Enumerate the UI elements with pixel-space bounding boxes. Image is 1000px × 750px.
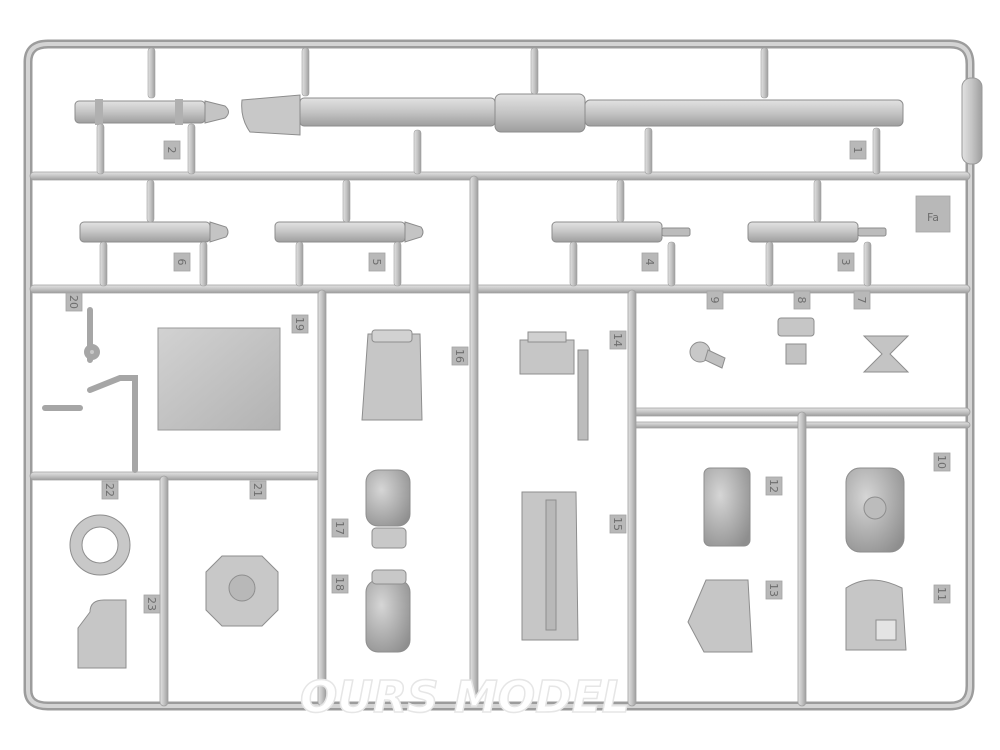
part-number-tag-18: 18 (331, 574, 349, 594)
grid-rods-vertical (159, 175, 807, 707)
part-number-tag-9: 9 (706, 290, 724, 310)
part-number-label: 18 (333, 577, 346, 591)
parts-7-8-9-small (689, 317, 910, 373)
part-22-ring (69, 514, 131, 576)
part-number-label: 9 (708, 297, 721, 304)
gates-top (96, 47, 881, 175)
watermark: OURS MODEL (300, 672, 630, 723)
part-number-tag-5: 5 (368, 252, 386, 272)
gates-row-2 (99, 179, 872, 287)
part-number-tag-2: 2 (163, 140, 181, 160)
part-number-label: 13 (767, 583, 780, 597)
part-number-label: 1 (851, 147, 864, 154)
part-number-label: 8 (795, 297, 808, 304)
grid-rods (29, 171, 971, 481)
shells-row-2 (79, 221, 887, 243)
part-number-tag-3: 3 (837, 252, 855, 272)
part-number-tag-19: 19 (291, 314, 309, 334)
outer-frame-highlight (26, 42, 972, 708)
part-number-label: 7 (855, 297, 868, 304)
part-number-tag-14: 14 (609, 330, 627, 350)
part-1-barrel (241, 93, 904, 136)
part-number-label: 14 (611, 333, 624, 347)
part-number-tag-8: 8 (793, 290, 811, 310)
part-number-label: 10 (935, 455, 948, 469)
parts-17-18-cylinders (365, 469, 411, 653)
part-14-bracket (519, 331, 589, 441)
part-number-label: 22 (103, 483, 116, 497)
part-16-wedge (361, 329, 423, 421)
part-number-label: 3 (839, 259, 852, 266)
part-number-tag-13: 13 (765, 580, 783, 600)
part-number-tag-12: 12 (765, 476, 783, 496)
part-number-tag-7: 7 (853, 290, 871, 310)
part-number-label: 21 (251, 483, 264, 497)
part-number-label: 19 (293, 317, 306, 331)
frame-letter-tag: Fa (915, 195, 951, 233)
part-number-label: 17 (333, 521, 346, 535)
part-number-tag-22: 22 (101, 480, 119, 500)
part-number-label: 12 (767, 479, 780, 493)
part-number-label: 11 (935, 587, 948, 601)
frame-tab (961, 77, 983, 165)
part-number-tag-4: 4 (641, 252, 659, 272)
part-23-block (77, 599, 127, 669)
part-number-label: 4 (643, 259, 656, 266)
part-number-tag-10: 10 (933, 452, 951, 472)
part-number-tag-20: 20 (65, 292, 83, 312)
part-number-tag-11: 11 (933, 584, 951, 604)
part-2-shell (74, 99, 229, 125)
part-number-tag-1: 1 (849, 140, 867, 160)
part-number-label: 6 (175, 259, 188, 266)
part-number-tag-16: 16 (451, 346, 469, 366)
part-20-lever (42, 307, 138, 473)
part-number-tag-6: 6 (173, 252, 191, 272)
part-number-label: 5 (370, 259, 383, 266)
svg-text:Fa: Fa (927, 211, 939, 224)
part-19-plate (157, 327, 281, 431)
part-number-tag-15: 15 (609, 514, 627, 534)
part-number-tag-23: 23 (143, 594, 161, 614)
part-number-label: 20 (67, 295, 80, 309)
parts-10-13-mounts (687, 467, 907, 653)
part-number-label: 16 (453, 349, 466, 363)
part-number-label: 15 (611, 517, 624, 531)
part-number-label: 23 (145, 597, 158, 611)
part-15-panel (521, 491, 579, 641)
part-21-hatch (205, 555, 279, 627)
part-number-tag-21: 21 (249, 480, 267, 500)
part-number-label: 2 (165, 147, 178, 154)
part-number-tag-17: 17 (331, 518, 349, 538)
